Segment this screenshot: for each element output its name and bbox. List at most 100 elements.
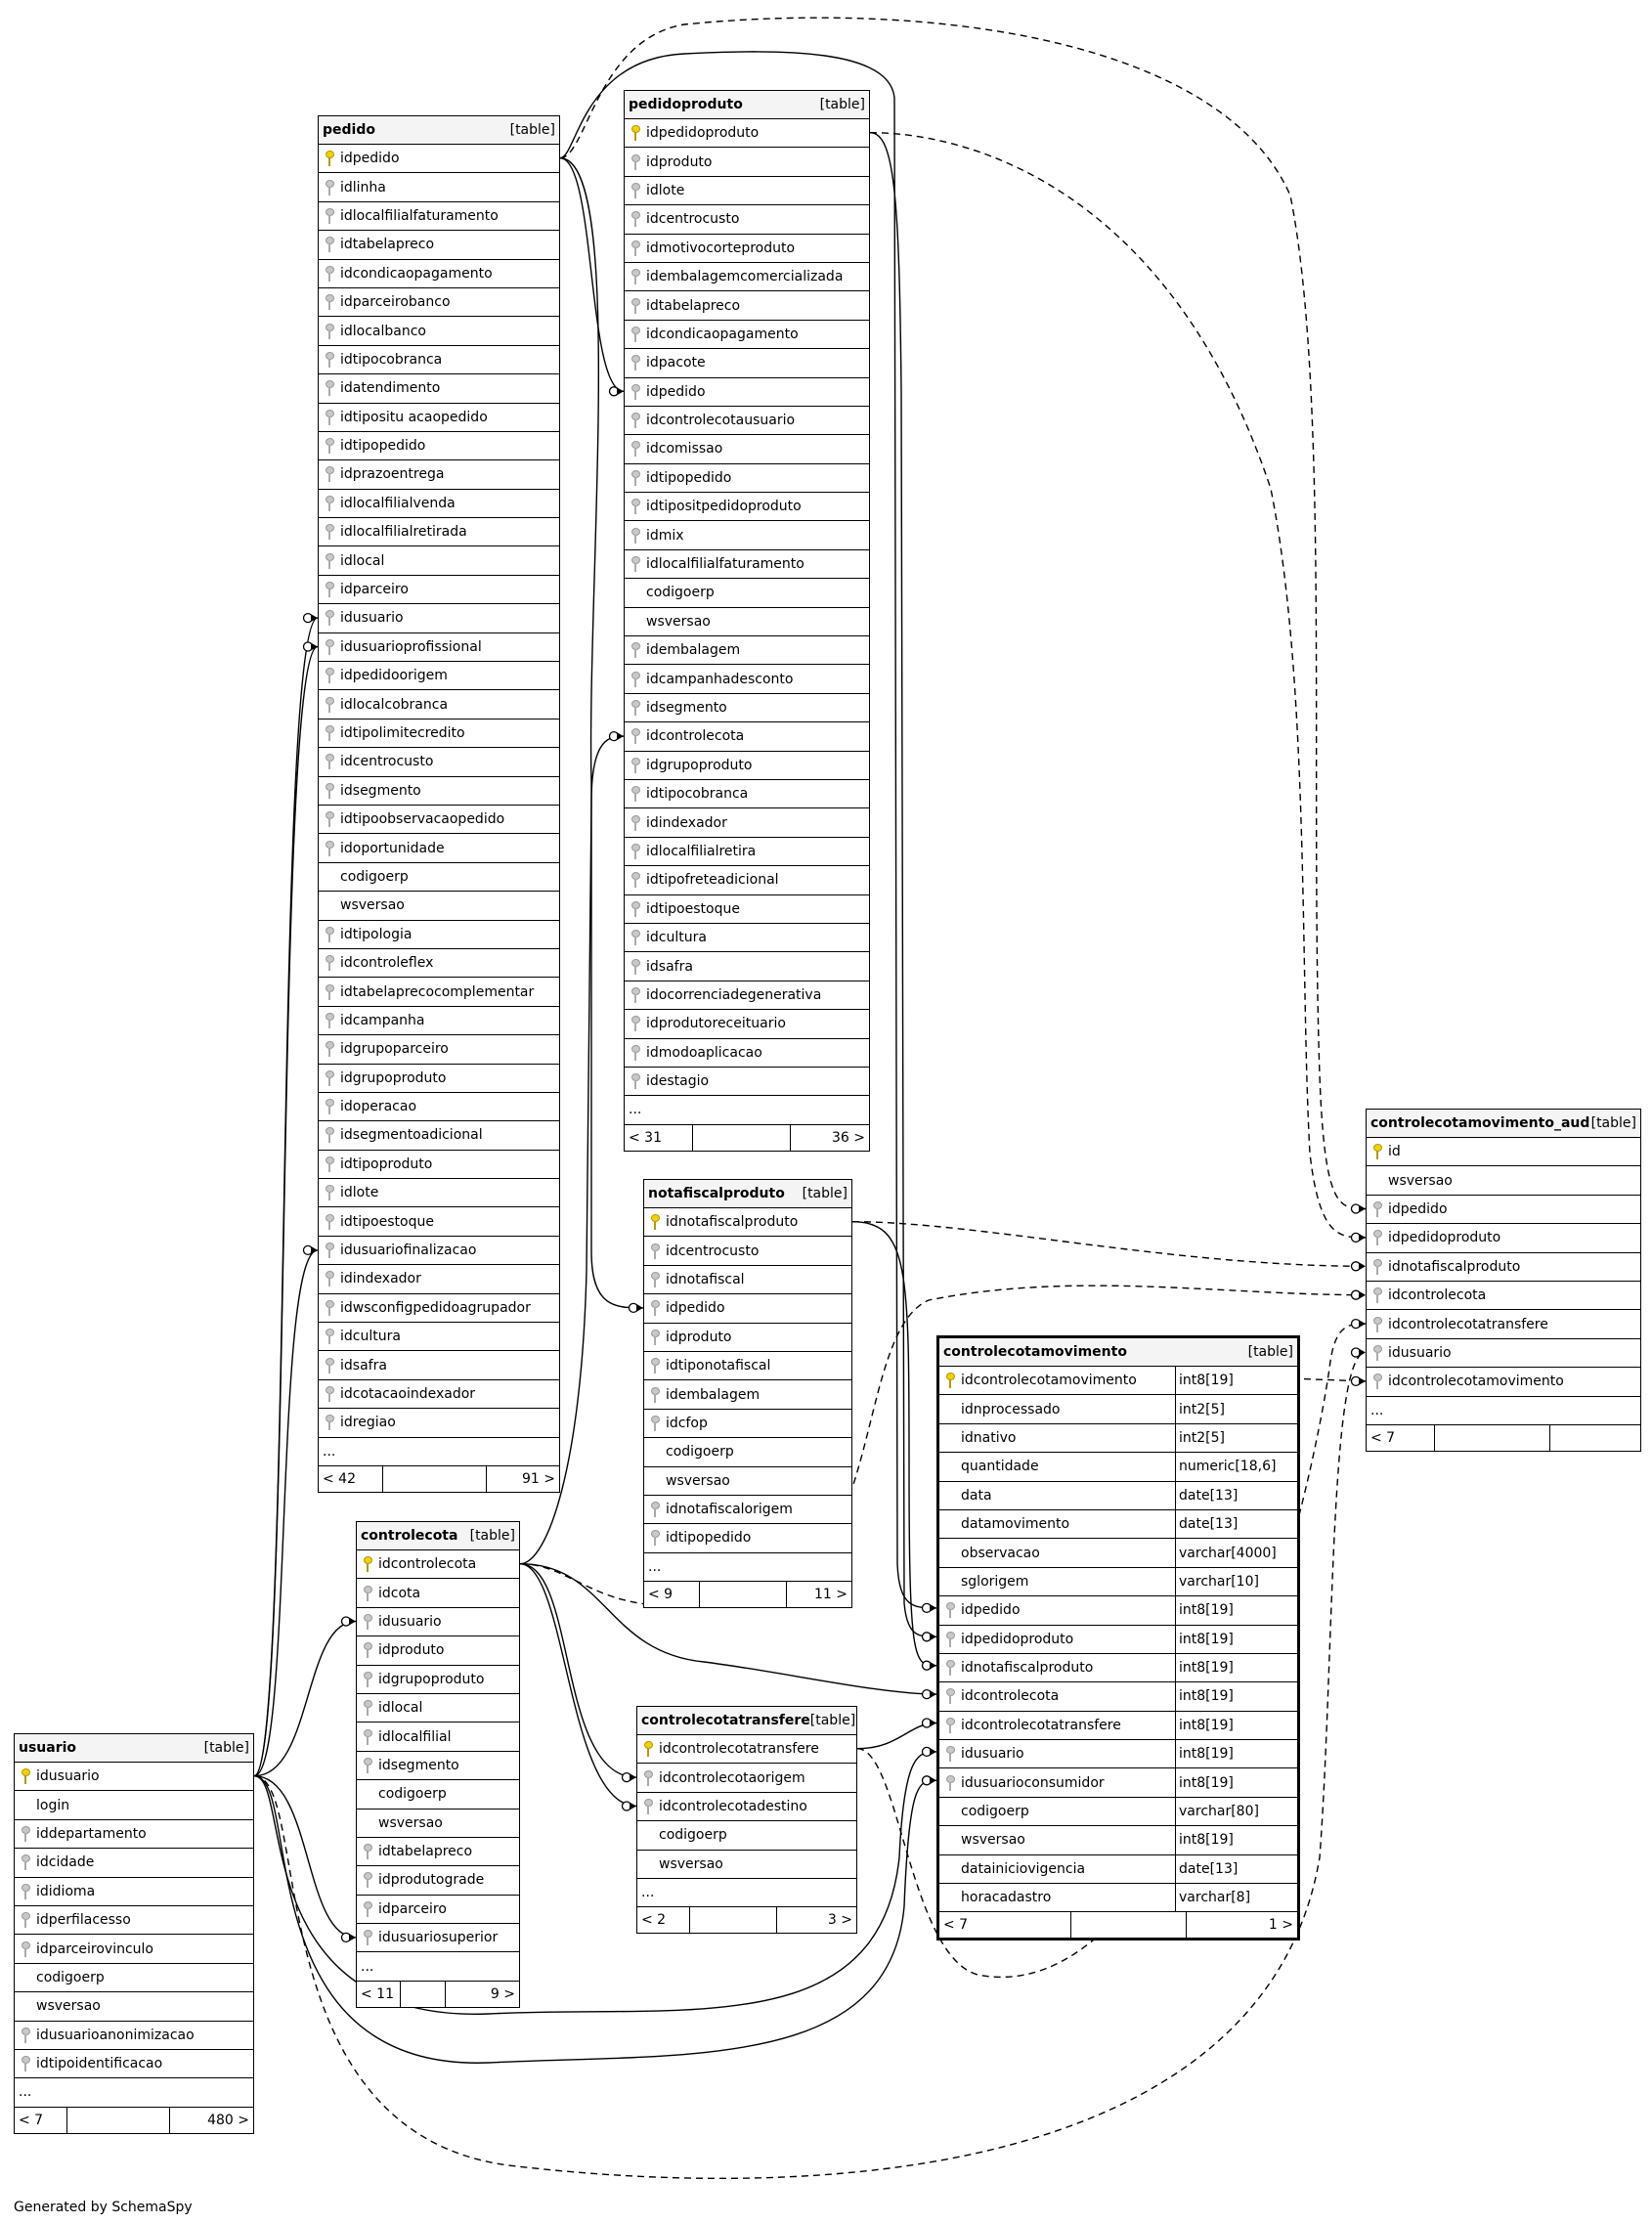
column-row[interactable]: idusuariofinalizacao bbox=[319, 1237, 559, 1266]
column-row[interactable]: idcontrolecotausuario bbox=[625, 407, 869, 436]
table-controlecotamovimento[interactable]: controlecotamovimento[table]idcontroleco… bbox=[936, 1335, 1300, 1941]
column-row[interactable]: idcomissao bbox=[625, 435, 869, 464]
column-row[interactable]: idpedido bbox=[644, 1294, 851, 1324]
column-row[interactable]: idusuario bbox=[319, 604, 559, 633]
column-row[interactable]: idtipocobranca bbox=[319, 346, 559, 375]
column-row[interactable]: codigoerp bbox=[637, 1821, 856, 1851]
column-row[interactable]: idoportunidade bbox=[319, 834, 559, 863]
column-row[interactable]: idproduto bbox=[625, 148, 869, 177]
column-row[interactable]: wsversao bbox=[1367, 1166, 1640, 1196]
children-count[interactable]: 91 > bbox=[522, 1470, 555, 1487]
column-row[interactable]: id bbox=[1367, 1138, 1640, 1167]
parents-count[interactable]: < 9 bbox=[644, 1582, 701, 1608]
column-row[interactable]: idcultura bbox=[319, 1323, 559, 1352]
column-row[interactable]: idcfop bbox=[644, 1410, 851, 1439]
column-row[interactable]: idembalagemcomercializada bbox=[625, 263, 869, 292]
column-row[interactable]: idusuario bbox=[15, 1763, 253, 1792]
column-row[interactable]: idpedidoproduto bbox=[625, 119, 869, 149]
column-row[interactable]: wsversao bbox=[637, 1851, 856, 1879]
column-row[interactable]: idcidade bbox=[15, 1849, 253, 1878]
column-row[interactable]: idtiponotafiscal bbox=[644, 1352, 851, 1381]
column-row[interactable]: idtipositu acaopedido bbox=[319, 404, 559, 432]
table-title[interactable]: controlecota bbox=[361, 1528, 458, 1544]
column-row[interactable]: idcontrolecotatransfere bbox=[1367, 1310, 1640, 1339]
column-row[interactable]: idtipoproduto bbox=[319, 1151, 559, 1180]
column-row[interactable]: wsversao bbox=[319, 892, 559, 921]
children-count[interactable]: 9 > bbox=[490, 1985, 515, 2002]
column-row[interactable]: idocorrenciadegenerativa bbox=[625, 981, 869, 1011]
column-row[interactable]: codigoerp bbox=[644, 1438, 851, 1467]
column-row[interactable]: idlinha bbox=[319, 173, 559, 202]
column-row[interactable]: idlote bbox=[625, 177, 869, 206]
table-title[interactable]: controlecotamovimento_aud bbox=[1370, 1115, 1590, 1131]
column-row[interactable]: idtabelapreco bbox=[357, 1838, 519, 1867]
column-row[interactable]: idcondicaopagamento bbox=[625, 321, 869, 350]
table-controlecotatransfere[interactable]: controlecotatransfere[table]idcontroleco… bbox=[636, 1706, 857, 1935]
parents-count[interactable]: < 31 bbox=[625, 1124, 693, 1151]
column-row[interactable]: idproduto bbox=[357, 1636, 519, 1666]
column-row[interactable]: idtipopedido bbox=[319, 432, 559, 461]
column-row[interactable]: idcontrolecota bbox=[357, 1550, 519, 1580]
column-row[interactable]: codigoerp bbox=[625, 579, 869, 608]
column-row[interactable]: idindexador bbox=[625, 808, 869, 838]
column-row[interactable]: idtipocobranca bbox=[625, 780, 869, 809]
column-row[interactable]: idmodoaplicacao bbox=[625, 1039, 869, 1068]
column-row[interactable]: idusuarioanonimizacao bbox=[15, 2022, 253, 2050]
column-row[interactable]: idlocal bbox=[319, 546, 559, 576]
column-row[interactable]: idsegmento bbox=[625, 694, 869, 723]
column-row[interactable]: idnotafiscalproduto bbox=[1367, 1253, 1640, 1282]
children-count[interactable] bbox=[1550, 1425, 1640, 1451]
column-row[interactable]: idlocalfilialretirada bbox=[319, 518, 559, 547]
column-row[interactable]: idtipologia bbox=[319, 921, 559, 949]
column-row[interactable]: idtipofreteadicional bbox=[625, 866, 869, 895]
column-row[interactable]: idtipopedido bbox=[644, 1524, 851, 1553]
column-row[interactable]: idcontroleflex bbox=[319, 949, 559, 979]
column-row[interactable]: idtipopedido bbox=[625, 464, 869, 494]
column-row[interactable]: idcentrocusto bbox=[319, 748, 559, 777]
column-row[interactable]: idindexador bbox=[319, 1265, 559, 1294]
column-row[interactable]: idparceirobanco bbox=[319, 288, 559, 318]
column-row[interactable]: idprodutoreceituario bbox=[625, 1010, 869, 1039]
column-row[interactable]: idcondicaopagamento bbox=[319, 260, 559, 288]
column-row[interactable]: idcentrocusto bbox=[625, 205, 869, 235]
column-row[interactable]: idlocal bbox=[357, 1694, 519, 1723]
column-row[interactable]: idtipoestoque bbox=[625, 895, 869, 924]
table-title[interactable]: controlecotatransfere bbox=[641, 1713, 810, 1728]
column-row[interactable]: idmix bbox=[625, 521, 869, 550]
column-row[interactable]: idparceirovinculo bbox=[15, 1935, 253, 1964]
column-row[interactable]: idcontrolecotamovimento bbox=[1367, 1368, 1640, 1397]
column-row[interactable]: idpedido bbox=[625, 378, 869, 407]
column-row[interactable]: codigoerp bbox=[319, 863, 559, 893]
column-row[interactable]: codigoerp bbox=[357, 1780, 519, 1810]
column-row[interactable]: idcontrolecota bbox=[1367, 1282, 1640, 1311]
children-count[interactable]: 3 > bbox=[827, 1912, 852, 1929]
column-row[interactable]: idwsconfigpedidoagrupador bbox=[319, 1294, 559, 1324]
column-row[interactable]: wsversao bbox=[357, 1810, 519, 1838]
column-row[interactable]: idlote bbox=[319, 1179, 559, 1208]
column-row[interactable]: idatendimento bbox=[319, 374, 559, 404]
column-row[interactable]: iddepartamento bbox=[15, 1820, 253, 1850]
children-count[interactable]: 480 > bbox=[207, 2112, 249, 2128]
column-row[interactable]: idtabelaprecocomplementar bbox=[319, 978, 559, 1007]
column-row[interactable]: idcotacaoindexador bbox=[319, 1380, 559, 1410]
column-row[interactable]: idoperacao bbox=[319, 1093, 559, 1122]
column-row[interactable]: idestagio bbox=[625, 1068, 869, 1097]
column-row[interactable]: idusuariosuperior bbox=[357, 1924, 519, 1953]
parents-count[interactable]: < 7 bbox=[15, 2107, 67, 2133]
column-row[interactable]: idmotivocorteproduto bbox=[625, 235, 869, 263]
